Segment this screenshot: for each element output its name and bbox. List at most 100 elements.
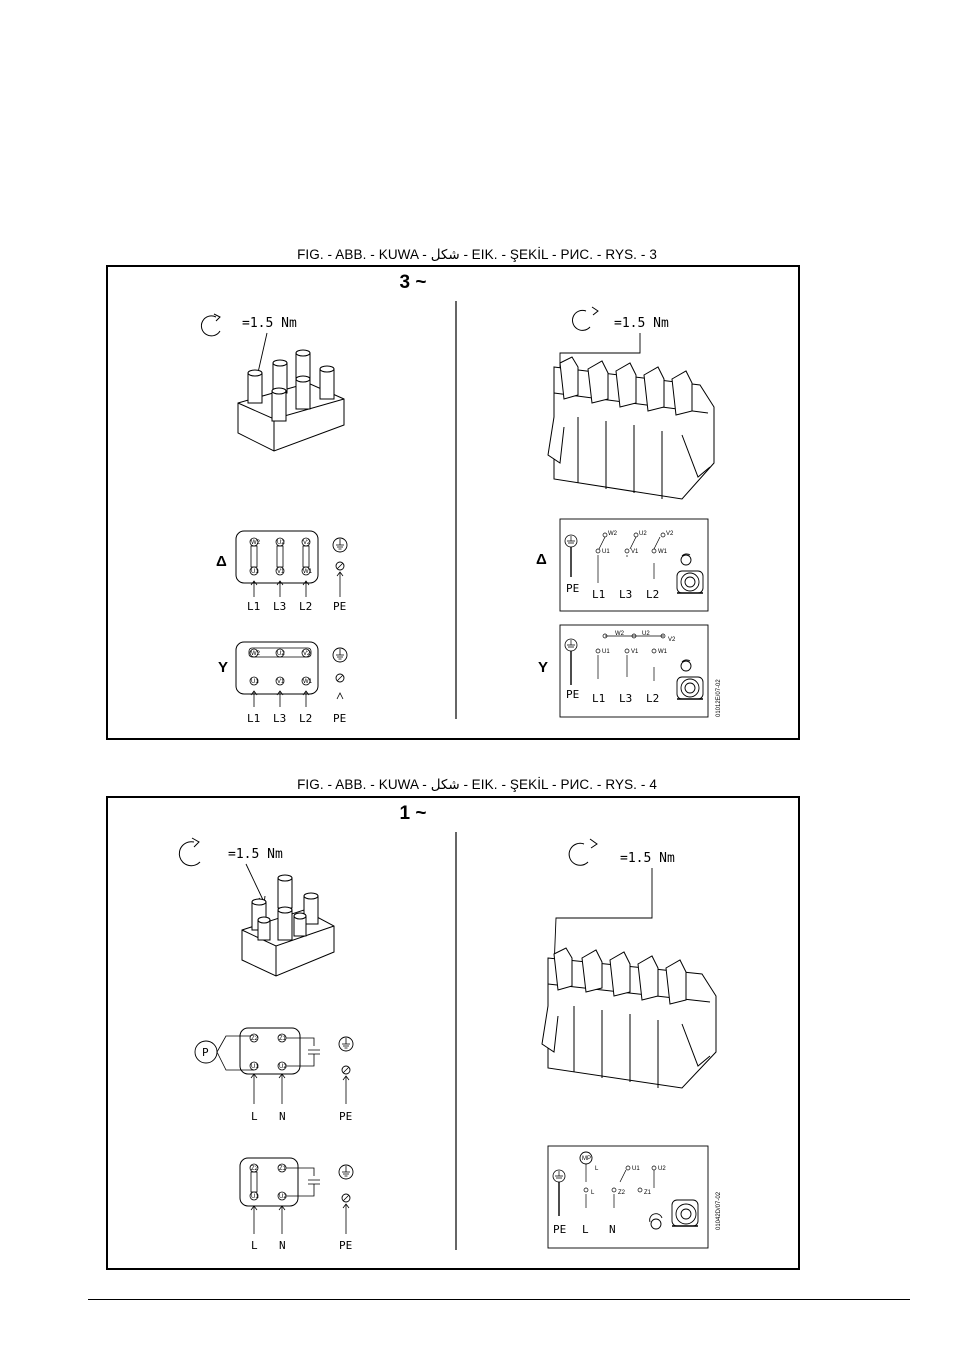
earth-icon: [338, 1036, 354, 1052]
footer-rule: [88, 1299, 910, 1300]
figure-3-caption: FIG. - ABB. - KUWA - شكل - EIK. - ŞEKİL …: [0, 247, 954, 263]
torque-arrow-icon: [572, 309, 591, 331]
svg-text:U2: U2: [279, 1194, 287, 1200]
svg-text:U1: U1: [251, 569, 259, 575]
torque-label: =1.5 Nm: [620, 851, 675, 866]
svg-text:V1: V1: [631, 549, 639, 555]
figure-4-frame: 1 ~ =1.5 Nm P: [106, 796, 800, 1270]
torque-label: =1.5 Nm: [242, 316, 297, 331]
line-label: L: [251, 1110, 258, 1123]
svg-text:W2: W2: [608, 531, 618, 537]
line-label: N: [279, 1110, 286, 1123]
torque-label: =1.5 Nm: [614, 316, 669, 331]
svg-text:W2: W2: [615, 631, 625, 637]
figure-3-phase: 3 ~: [399, 272, 427, 293]
figure-4-caption: FIG. - ABB. - KUWA - شكل - EIK. - ŞEKİL …: [0, 777, 954, 793]
line-label: PE: [566, 688, 579, 701]
motor-protector-label: MP: [582, 1156, 591, 1162]
star-wiring-box: [559, 624, 709, 718]
earth-icon: [338, 1164, 354, 1180]
svg-text:U2: U2: [642, 631, 650, 637]
delta-terminals: W2 U2 V2 U1 V1 W1: [249, 537, 313, 576]
line-label: L1: [592, 692, 605, 705]
figure-4-phase: 1 ~: [399, 803, 427, 824]
pump-motor-icon: [649, 1199, 699, 1230]
line-label: PE: [339, 1239, 352, 1252]
svg-text:V2: V2: [303, 651, 311, 657]
line-label: L2: [299, 600, 312, 613]
svg-text:V1: V1: [631, 649, 639, 655]
drawing-code: 01042D/07-02: [716, 1191, 722, 1230]
terminal-strip-illustration: [541, 947, 717, 1089]
figure-3-caption-text: FIG. - ABB. - KUWA - شكل - EIK. - ŞEKİL …: [297, 247, 657, 262]
svg-text:Z1: Z1: [279, 1036, 287, 1042]
earth-icon: [332, 537, 348, 553]
figure-4-caption-text: FIG. - ABB. - KUWA - شكل - EIK. - ŞEKİL …: [297, 777, 657, 792]
svg-text:Z1: Z1: [279, 1166, 287, 1172]
line-label: L3: [619, 588, 632, 601]
line-label: L: [251, 1239, 258, 1252]
star-symbol: Y: [538, 659, 548, 676]
svg-text:U2: U2: [279, 1064, 287, 1070]
pump-motor-icon: [676, 659, 704, 700]
single-phase-wiring-box: [547, 1145, 709, 1249]
mp-small-label: L: [595, 1166, 599, 1172]
svg-text:V1: V1: [277, 569, 285, 575]
line-label: L3: [619, 692, 632, 705]
svg-text:U2: U2: [639, 531, 647, 537]
svg-text:V1: V1: [277, 679, 285, 685]
svg-text:V2: V2: [666, 531, 674, 537]
figure-4-drawing: =1.5 Nm P Z2 Z1 U1 U: [178, 832, 722, 1252]
svg-text:U1: U1: [251, 1064, 259, 1070]
svg-text:U2: U2: [277, 651, 285, 657]
line-label: L1: [247, 600, 260, 613]
svg-text:V2: V2: [668, 637, 676, 643]
line-label: L: [582, 1223, 589, 1236]
line-label: N: [279, 1239, 286, 1252]
terminal-strip-illustration: [547, 356, 715, 500]
capacitor-icon: [286, 1167, 320, 1197]
svg-text:U1: U1: [602, 549, 610, 555]
torque-arrowhead-icon: [213, 313, 221, 322]
line-label: PE: [339, 1110, 352, 1123]
line-label: N: [609, 1223, 616, 1236]
line-label: L2: [646, 588, 659, 601]
figure-3-frame: 3 ~ =1.5 Nm Δ: [106, 265, 800, 740]
svg-text:U1: U1: [632, 1166, 640, 1172]
delta-symbol: Δ: [216, 553, 227, 570]
line-label: L3: [273, 712, 286, 725]
line-label: PE: [333, 600, 346, 613]
terminal-block-illustration: [237, 349, 345, 452]
svg-text:W1: W1: [303, 679, 313, 685]
line-label: L3: [273, 600, 286, 613]
line-label: L1: [247, 712, 260, 725]
svg-text:W2: W2: [251, 540, 261, 546]
line-label: PE: [553, 1223, 566, 1236]
line-label: L2: [646, 692, 659, 705]
earth-icon: [332, 647, 348, 663]
capacitor-icon: [286, 1037, 320, 1067]
torque-arrow-icon: [568, 842, 589, 866]
svg-text:U1: U1: [251, 1194, 259, 1200]
figure-3-drawing: =1.5 Nm Δ W: [200, 301, 722, 725]
pressure-switch-label: P: [202, 1046, 209, 1059]
star-terminals: W2 U2 V2 U1 V1 W1: [248, 647, 313, 686]
torque-arrow-icon: [200, 315, 221, 337]
svg-text:W2: W2: [251, 651, 261, 657]
svg-text:Z2: Z2: [618, 1190, 626, 1196]
svg-text:Z2: Z2: [251, 1166, 259, 1172]
svg-text:Z1: Z1: [644, 1190, 652, 1196]
svg-text:U1: U1: [251, 679, 259, 685]
svg-text:V2: V2: [303, 540, 311, 546]
star-symbol: Y: [218, 659, 228, 676]
svg-text:W1: W1: [303, 569, 313, 575]
svg-text:U2: U2: [277, 540, 285, 546]
line-label: PE: [333, 712, 346, 725]
svg-text:U2: U2: [658, 1166, 666, 1172]
pump-motor-icon: [676, 553, 704, 594]
svg-text:L: L: [591, 1190, 595, 1196]
torque-arrow-icon: [178, 841, 201, 867]
torque-label: =1.5 Nm: [228, 847, 283, 862]
svg-text:U1: U1: [602, 649, 610, 655]
delta-symbol: Δ: [536, 551, 547, 568]
